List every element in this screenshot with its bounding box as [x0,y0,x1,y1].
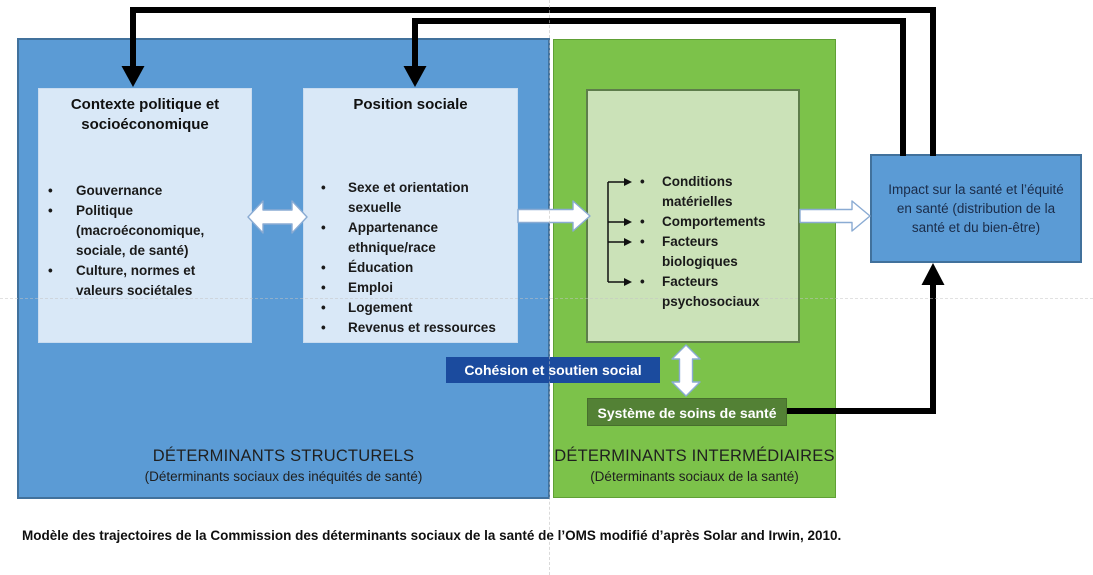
health-impact-text: Impact sur la santé et l’équité en santé… [888,182,1064,235]
bullet-icon: • [48,183,53,198]
list-item: •Culture, normes et valeurs sociétales [48,263,196,298]
intermediary-determinants-label: DÉTERMINANTS INTERMÉDIAIRES (Déterminant… [554,447,835,484]
context-box: Contexte politique et socioéconomique •G… [38,88,252,343]
list-item: •Conditions matérielles [640,174,733,209]
list-item: •Gouvernance [48,181,251,201]
bullet-icon: • [321,220,326,235]
health-impact-box: Impact sur la santé et l’équité en santé… [870,154,1082,263]
bullet-icon: • [321,180,326,195]
list-item: •Facteurs psychosociaux [640,274,760,309]
bullet-icon: • [321,260,326,275]
context-box-title: Contexte politique et socioéconomique [70,96,220,133]
social-position-box: Position sociale •Sexe et orientation se… [303,88,518,343]
social-position-list: •Sexe et orientation sexuelle •Appartena… [304,178,517,338]
list-item: •Sexe et orientation sexuelle [321,180,469,215]
bullet-icon: • [48,263,53,278]
health-care-system-box: Système de soins de santé [587,398,787,426]
list-item: •Revenus et ressources [321,318,517,338]
social-cohesion-box: Cohésion et soutien social [446,357,660,383]
bullet-icon: • [640,174,645,189]
list-item: •Comportements [640,212,798,232]
bullet-icon: • [48,203,53,218]
bullet-icon: • [640,274,645,289]
list-item: •Facteurs biologiques [640,234,738,269]
context-box-list: •Gouvernance •Politique (macroéconomique… [39,181,251,301]
bullet-icon: • [321,320,326,335]
diagram-caption: Modèle des trajectoires de la Commission… [22,528,842,543]
bullet-icon: • [640,214,645,229]
intermediary-factors-box: •Conditions matérielles •Comportements •… [586,89,800,343]
bullet-icon: • [321,300,326,315]
bullet-icon: • [321,280,326,295]
social-position-title: Position sociale [353,96,468,113]
structural-determinants-label: DÉTERMINANTS STRUCTURELS (Déterminants s… [144,447,423,484]
list-item: •Éducation [321,258,517,278]
list-item: •Politique (macroéconomique, sociale, de… [48,203,205,258]
horizontal-guide-line [0,298,1093,299]
vertical-guide-line [549,0,550,575]
intermediary-factors-list: •Conditions matérielles •Comportements •… [588,172,798,312]
list-item: •Emploi [321,278,517,298]
list-item: •Appartenance ethnique/race [321,220,439,255]
list-item: •Logement [321,298,517,318]
bullet-icon: • [640,234,645,249]
